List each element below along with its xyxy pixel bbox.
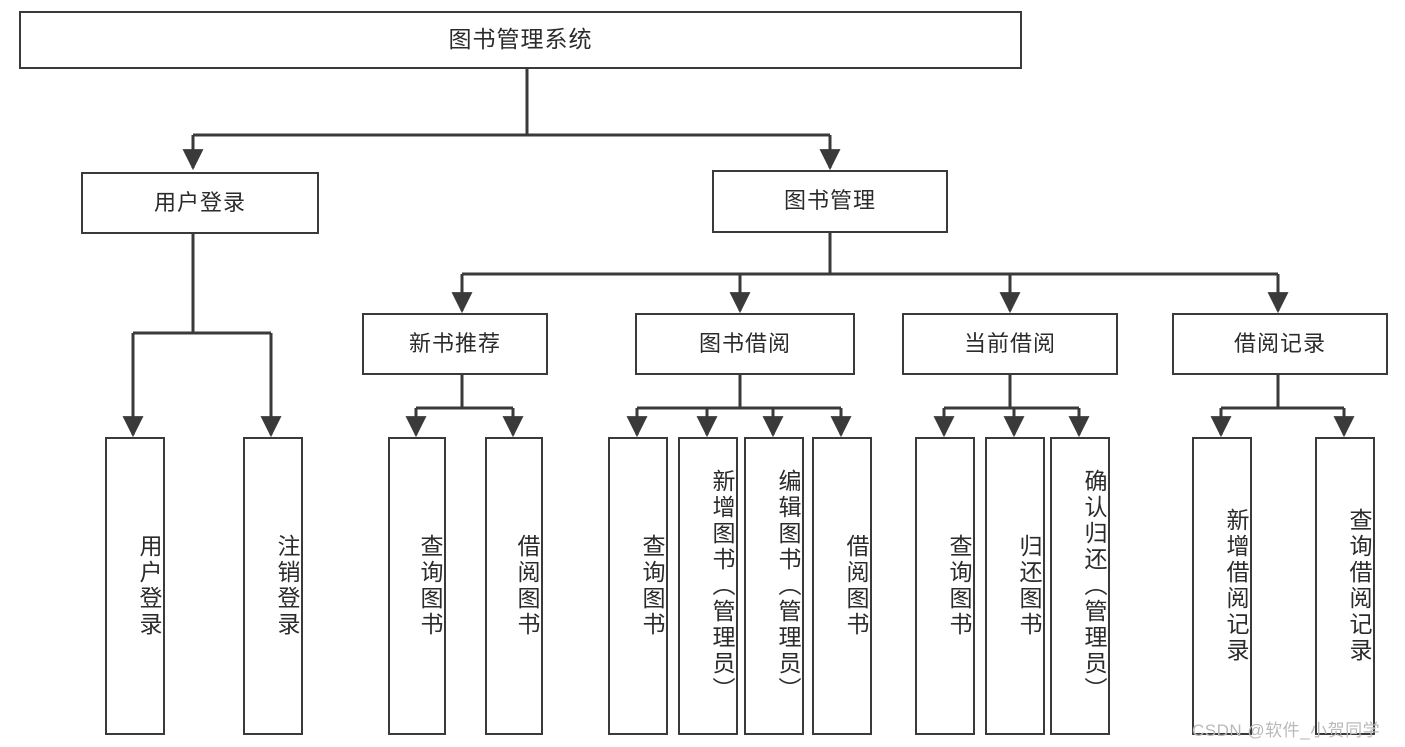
node-label: 图书管理系统 bbox=[448, 26, 593, 53]
leaf-borrow-book-1[interactable]: 借阅图书 bbox=[485, 437, 543, 735]
node-current-borrow[interactable]: 当前借阅 bbox=[902, 313, 1118, 375]
node-label: 归还图书 bbox=[1016, 534, 1042, 638]
node-book-manage[interactable]: 图书管理 bbox=[712, 170, 948, 233]
leaf-borrow-book-2[interactable]: 借阅图书 bbox=[812, 437, 872, 735]
node-label: 用户登录 bbox=[153, 189, 246, 215]
node-label: 编辑图书（管理员） bbox=[775, 469, 801, 703]
leaf-query-book-1[interactable]: 查询图书 bbox=[388, 437, 446, 735]
node-borrow-record[interactable]: 借阅记录 bbox=[1172, 313, 1388, 375]
node-label: 当前借阅 bbox=[963, 330, 1056, 356]
node-label: 借阅记录 bbox=[1233, 330, 1326, 356]
node-label: 注销登录 bbox=[274, 534, 300, 638]
node-root-system[interactable]: 图书管理系统 bbox=[19, 11, 1022, 69]
node-label: 确认归还（管理员） bbox=[1081, 469, 1107, 703]
leaf-user-login[interactable]: 用户登录 bbox=[105, 437, 165, 735]
node-book-borrow[interactable]: 图书借阅 bbox=[635, 313, 855, 375]
leaf-query-book-2[interactable]: 查询图书 bbox=[608, 437, 668, 735]
leaf-return-book[interactable]: 归还图书 bbox=[985, 437, 1045, 735]
node-user-login[interactable]: 用户登录 bbox=[81, 172, 319, 234]
leaf-query-book-3[interactable]: 查询图书 bbox=[915, 437, 975, 735]
leaf-confirm-return[interactable]: 确认归还（管理员） bbox=[1050, 437, 1110, 735]
leaf-edit-book[interactable]: 编辑图书（管理员） bbox=[744, 437, 804, 735]
node-label: 新增图书（管理员） bbox=[709, 469, 735, 703]
node-label: 借阅图书 bbox=[843, 534, 869, 638]
node-label: 查询图书 bbox=[417, 534, 443, 638]
node-label: 查询图书 bbox=[639, 534, 665, 638]
leaf-query-record[interactable]: 查询借阅记录 bbox=[1315, 437, 1375, 735]
leaf-logout[interactable]: 注销登录 bbox=[243, 437, 303, 735]
node-label: 新增借阅记录 bbox=[1223, 508, 1249, 664]
leaf-add-record[interactable]: 新增借阅记录 bbox=[1192, 437, 1252, 735]
node-new-book-recommend[interactable]: 新书推荐 bbox=[362, 313, 548, 375]
leaf-add-book[interactable]: 新增图书（管理员） bbox=[678, 437, 738, 735]
node-label: 用户登录 bbox=[136, 534, 162, 638]
node-label: 查询借阅记录 bbox=[1346, 508, 1372, 664]
node-label: 查询图书 bbox=[946, 534, 972, 638]
csdn-watermark: CSDN @软件_小贺同学 bbox=[1192, 721, 1381, 740]
node-label: 图书借阅 bbox=[698, 330, 791, 356]
node-label: 图书管理 bbox=[783, 188, 876, 214]
node-label: 新书推荐 bbox=[408, 330, 501, 356]
node-label: 借阅图书 bbox=[514, 534, 540, 638]
